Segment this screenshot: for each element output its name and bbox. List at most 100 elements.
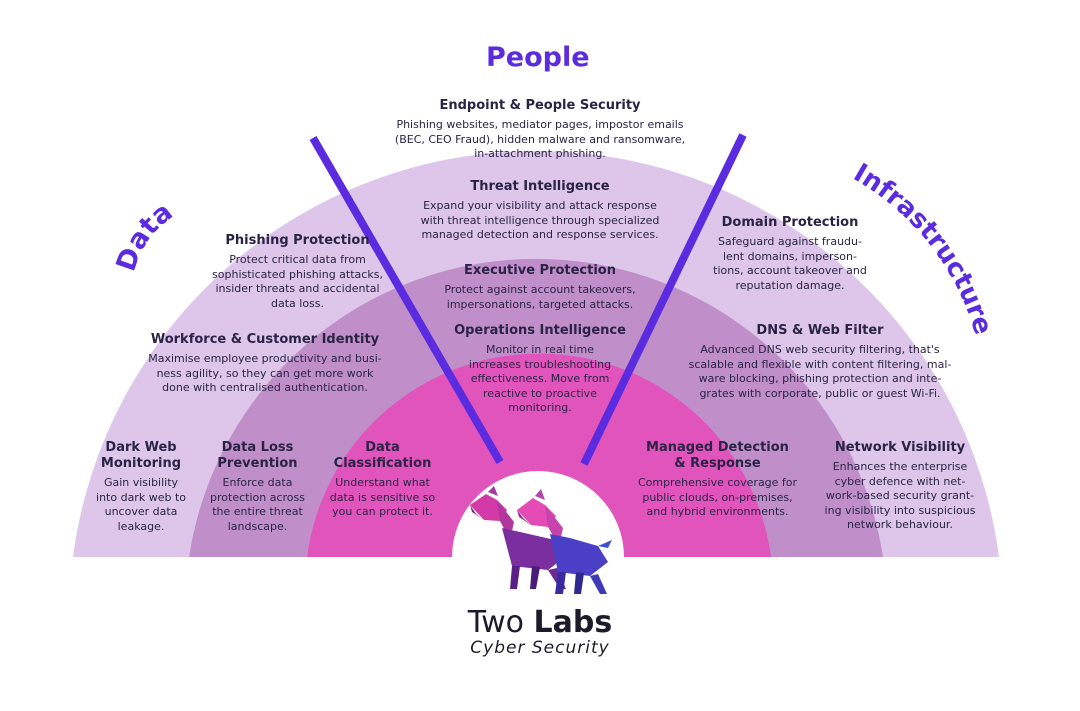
desc-line: in-attachment phishing. [474,147,606,160]
segment-endpoint-people-security: Endpoint & People Security Phishing webs… [360,98,720,162]
segment-description: Phishing websites, mediator pages, impos… [360,118,720,162]
desc-line: Expand your visibility and attack respon… [423,199,657,212]
segment-title: Workforce & Customer Identity [150,332,380,347]
segment-description: Advanced DNS web security filtering, tha… [680,343,960,401]
title-line: Monitoring [100,456,182,471]
desc-line: the entire threat [212,505,303,518]
desc-line: and hybrid environments. [646,505,789,518]
desc-line: Safeguard against fraudu- [718,235,862,248]
segment-title: Phishing Protection [225,233,370,248]
pillar-people-label: People [486,42,590,73]
desc-line: you can protect it. [332,505,433,518]
title-line: Dark Web [105,440,177,455]
desc-line: Understand what [335,476,430,489]
desc-line: reputation damage. [735,278,845,292]
desc-line: Comprehensive coverage for [637,476,798,489]
desc-line: grates with corporate, public or guest W… [699,386,941,400]
segment-description: Gain visibility into dark web to uncover… [82,476,200,534]
desc-line: Enhances the enterprise [832,460,968,473]
segment-description: Monitor in real time increases troublesh… [430,343,650,416]
desc-line: tions, account takeover and [713,264,867,277]
segment-data-loss-prevention: Data Loss Prevention Enforce data protec… [195,440,320,534]
desc-line: leakage. [117,519,165,533]
divider-left [309,136,504,464]
desc-line: Protect critical data from [229,253,366,266]
desc-line: scalable and flexible with content filte… [688,357,952,371]
desc-line: ware blocking, phishing protection and i… [698,372,942,385]
title-line: & Response [674,456,761,471]
desc-line: public clouds, on-premises, [642,490,793,504]
desc-line: network behaviour. [847,518,953,531]
brand-name-bold: Labs [533,605,613,640]
pillar-data-label: Data [111,196,179,275]
desc-line: work-based security grant- [825,489,975,502]
segment-title: Operations Intelligence [454,323,626,338]
desc-line: Phishing websites, mediator pages, impos… [396,118,684,131]
segment-domain-protection: Domain Protection Safeguard against frau… [690,215,890,293]
title-line: Data Loss [221,440,294,455]
desc-line: Enforce data [222,476,293,489]
segment-threat-intelligence: Threat Intelligence Expand your visibili… [390,179,690,243]
desc-line: increases troubleshooting [468,357,612,371]
desc-line: reactive to proactive [483,386,597,400]
brand-lockup: Two Labs Cyber Security [440,605,640,658]
desc-line: cyber defence with net- [834,474,966,488]
desc-line: Gain visibility [103,476,179,489]
segment-description: Safeguard against fraudu- lent domains, … [690,235,890,293]
segment-description: Comprehensive coverage for public clouds… [630,476,805,520]
desc-line: ing visibility into suspicious [824,503,976,517]
segment-title: Executive Protection [464,263,616,278]
segment-title: Data Loss Prevention [195,440,320,472]
desc-line: data loss. [270,296,325,310]
desc-line: monitoring. [508,401,572,414]
desc-line: done with centralised authentication. [162,381,368,394]
segment-dark-web-monitoring: Dark Web Monitoring Gain visibility into… [82,440,200,534]
desc-line: managed detection and response services. [421,228,659,241]
title-line: Managed Detection [646,440,789,455]
brand-tagline: Cyber Security [470,638,610,658]
segment-description: Protect against account takeovers, imper… [410,283,670,312]
desc-line: effectiveness. Move from [470,372,610,385]
desc-line: uncover data [104,505,178,518]
segment-description: Maximise employee productivity and busi-… [140,352,390,396]
segment-title: Dark Web Monitoring [82,440,200,472]
brand-name: Two Labs [440,605,640,640]
segment-data-classification: Data Classification Understand what data… [315,440,450,520]
segment-description: Enhances the enterprise cyber defence wi… [820,460,980,533]
segment-description: Understand what data is sensitive so you… [315,476,450,520]
brand-name-regular: Two [467,605,524,640]
segment-title: Data Classification [315,440,450,472]
desc-line: impersonations, targeted attacks. [446,297,634,311]
desc-line: insider threats and accidental [215,282,380,295]
desc-line: Advanced DNS web security filtering, tha… [700,343,940,356]
segment-title: Managed Detection & Response [630,440,805,472]
title-line: Classification [333,456,432,471]
segment-title: Network Visibility [834,440,966,455]
desc-line: with threat intelligence through special… [420,213,660,227]
segment-description: Expand your visibility and attack respon… [390,199,690,243]
two-dogs-logo [470,486,612,594]
segment-workforce-customer-identity: Workforce & Customer Identity Maximise e… [140,332,390,396]
divider-right [580,133,747,466]
inner-ring [307,353,771,557]
segment-title: Domain Protection [721,215,859,230]
title-line: Prevention [217,456,298,471]
desc-line: protection across [210,490,305,504]
segment-title: Endpoint & People Security [439,98,641,113]
desc-line: ness agility, so they can get more work [156,366,374,380]
segment-description: Enforce data protection across the entir… [195,476,320,534]
segment-phishing-protection: Phishing Protection Protect critical dat… [185,233,410,311]
segment-executive-protection: Executive Protection Protect against acc… [410,263,670,312]
desc-line: Maximise employee productivity and busi- [148,352,382,365]
desc-line: sophisticated phishing attacks, [212,267,383,281]
dog-front-icon [517,489,612,594]
segment-managed-detection-response: Managed Detection & Response Comprehensi… [630,440,805,520]
segment-operations-intelligence: Operations Intelligence Monitor in real … [430,323,650,416]
segment-dns-web-filter: DNS & Web Filter Advanced DNS web securi… [680,323,960,401]
desc-line: Protect against account takeovers, [444,283,636,296]
segment-title: DNS & Web Filter [756,323,884,338]
segment-title: Threat Intelligence [470,179,610,194]
desc-line: (BEC, CEO Fraud), hidden malware and ran… [394,132,686,146]
